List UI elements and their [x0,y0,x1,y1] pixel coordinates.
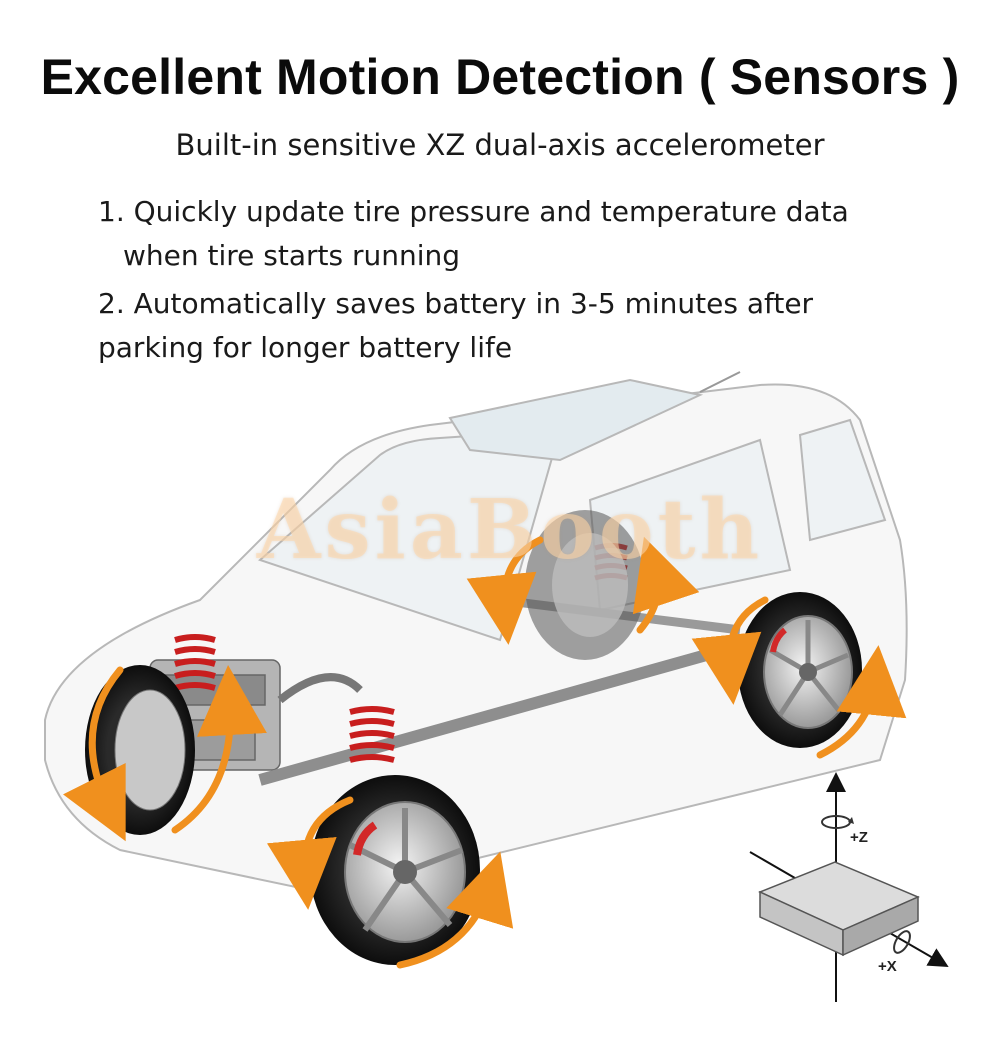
front-spring-right [349,706,395,763]
feature-2-line-2: parking for longer battery life [98,331,513,364]
z-axis-label: +Z [850,829,868,846]
front-right-wheel [310,775,480,965]
rear-right-wheel [738,592,862,748]
drive-shaft [258,634,762,786]
feature-1-line-2: when tire starts running [123,239,461,272]
accelerometer-axis-icon [749,772,949,1002]
feature-item-1: 1. Quickly update tire pressure and temp… [98,190,849,278]
front-spring-left [174,634,216,691]
car-cutaway-illustration [44,371,949,1002]
wheel-rotation-arrow-icon [63,536,907,969]
watermark: AsiaBooth [256,482,764,578]
page-title: Excellent Motion Detection ( Sensors ) [40,49,960,105]
feature-2-line-1: 2. Automatically saves battery in 3-5 mi… [98,287,814,320]
front-left-wheel [85,665,195,835]
rear-left-wheel [525,510,645,660]
feature-1-line-1: 1. Quickly update tire pressure and temp… [98,195,849,228]
feature-item-2: 2. Automatically saves battery in 3-5 mi… [98,282,813,370]
page-subtitle: Built-in sensitive XZ dual-axis accelero… [175,128,825,162]
x-axis-label: +X [878,958,897,975]
